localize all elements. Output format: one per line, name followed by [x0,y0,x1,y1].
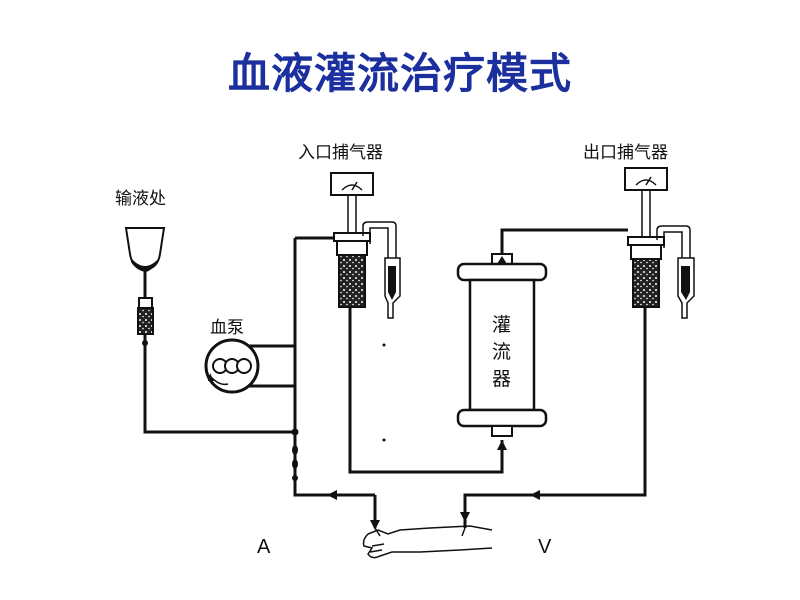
inlet-bubble-trap-label: 入口捕气器 [298,143,383,163]
arterial-label: A [257,536,271,558]
arterial-line [293,238,375,497]
infusion-site-label: 输液处 [115,189,166,209]
perfusor-cartridge: 灌 流 器 [456,253,548,437]
infusion-line [143,343,295,434]
outlet-bubble-trap [624,167,695,319]
inlet-to-perfusor-line [348,307,504,474]
perfusor-to-outlet-trap-line [500,228,628,254]
blood-pump-label: 血泵 [210,318,244,338]
inlet-bubble-trap [330,172,401,319]
blood-pump [204,338,295,394]
patient-arm-illustration [362,525,493,559]
venous-line [463,307,647,528]
infusion-bottle [124,227,166,346]
page-title: 血液灌流治疗模式 [227,49,572,98]
venous-label: V [538,536,552,558]
outlet-bubble-trap-label: 出口捕气器 [583,143,668,163]
perfusor-char-3: 器 [492,368,511,390]
perfusor-char-1: 灌 [492,314,511,336]
perfusor-char-2: 流 [492,341,511,363]
